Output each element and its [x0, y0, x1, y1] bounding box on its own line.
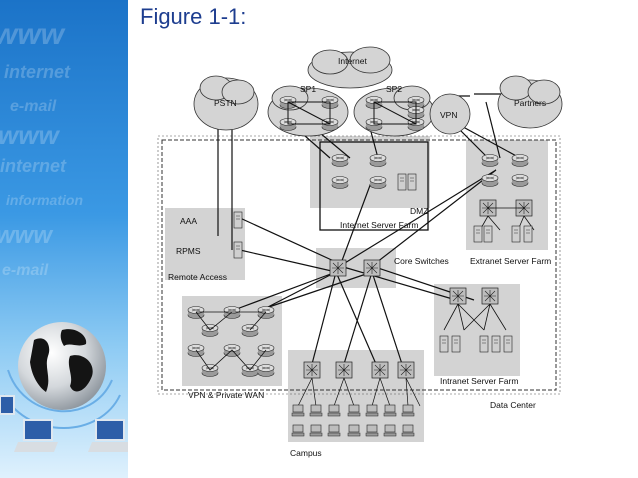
core-switches-label: Core Switches — [394, 256, 449, 266]
watermark-text: www — [0, 120, 59, 150]
internet-server-farm-zone — [310, 136, 430, 208]
internet-cloud — [307, 46, 393, 89]
dmz-label: DMZ — [410, 206, 428, 216]
network-diagram: Internet PSTN SP1 SP2 VPN Partners AAA R… — [140, 40, 600, 470]
laptop-icon — [88, 419, 128, 452]
decorative-sidebar: www internet e-mail www internet informa… — [0, 0, 128, 478]
remote-access-zone — [165, 208, 245, 280]
internet-server-farm-label: Internet Server Farm — [340, 220, 418, 230]
remote-access-label: Remote Access — [168, 272, 227, 282]
watermark-text: information — [6, 192, 83, 208]
pstn-label: PSTN — [214, 98, 237, 108]
data-center-label: Data Center — [490, 400, 536, 410]
rpms-label: RPMS — [176, 246, 201, 256]
extranet-server-farm-label: Extranet Server Farm — [470, 256, 551, 266]
partners-cloud — [497, 75, 563, 129]
data-center-boundary — [161, 139, 557, 391]
laptop-icon — [0, 395, 15, 415]
laptop-icon — [14, 419, 58, 452]
watermark-text: e-mail — [10, 98, 57, 115]
watermark-text: e-mail — [2, 262, 49, 279]
campus-label: Campus — [290, 448, 322, 458]
partners-label: Partners — [514, 98, 546, 108]
internet-label: Internet — [338, 56, 367, 66]
vpn-private-wan-label: VPN & Private WAN — [188, 390, 264, 400]
globe-laptops-illustration — [0, 322, 128, 452]
vpn-cloud — [429, 93, 471, 135]
watermark-text: internet — [4, 62, 71, 82]
intranet-server-farm-label: Intranet Server Farm — [440, 376, 518, 386]
aaa-label: AAA — [180, 216, 197, 226]
slide-title: Figure 1-1: — [140, 4, 247, 29]
watermark-text: internet — [0, 156, 67, 176]
pstn-cloud — [193, 75, 259, 131]
sp1-label: SP1 — [300, 84, 316, 94]
core-switches-zone — [316, 248, 396, 288]
watermark-text: www — [0, 18, 65, 51]
watermark-text: www — [0, 222, 53, 249]
sp2-label: SP2 — [386, 84, 402, 94]
vpn-label: VPN — [440, 110, 457, 120]
